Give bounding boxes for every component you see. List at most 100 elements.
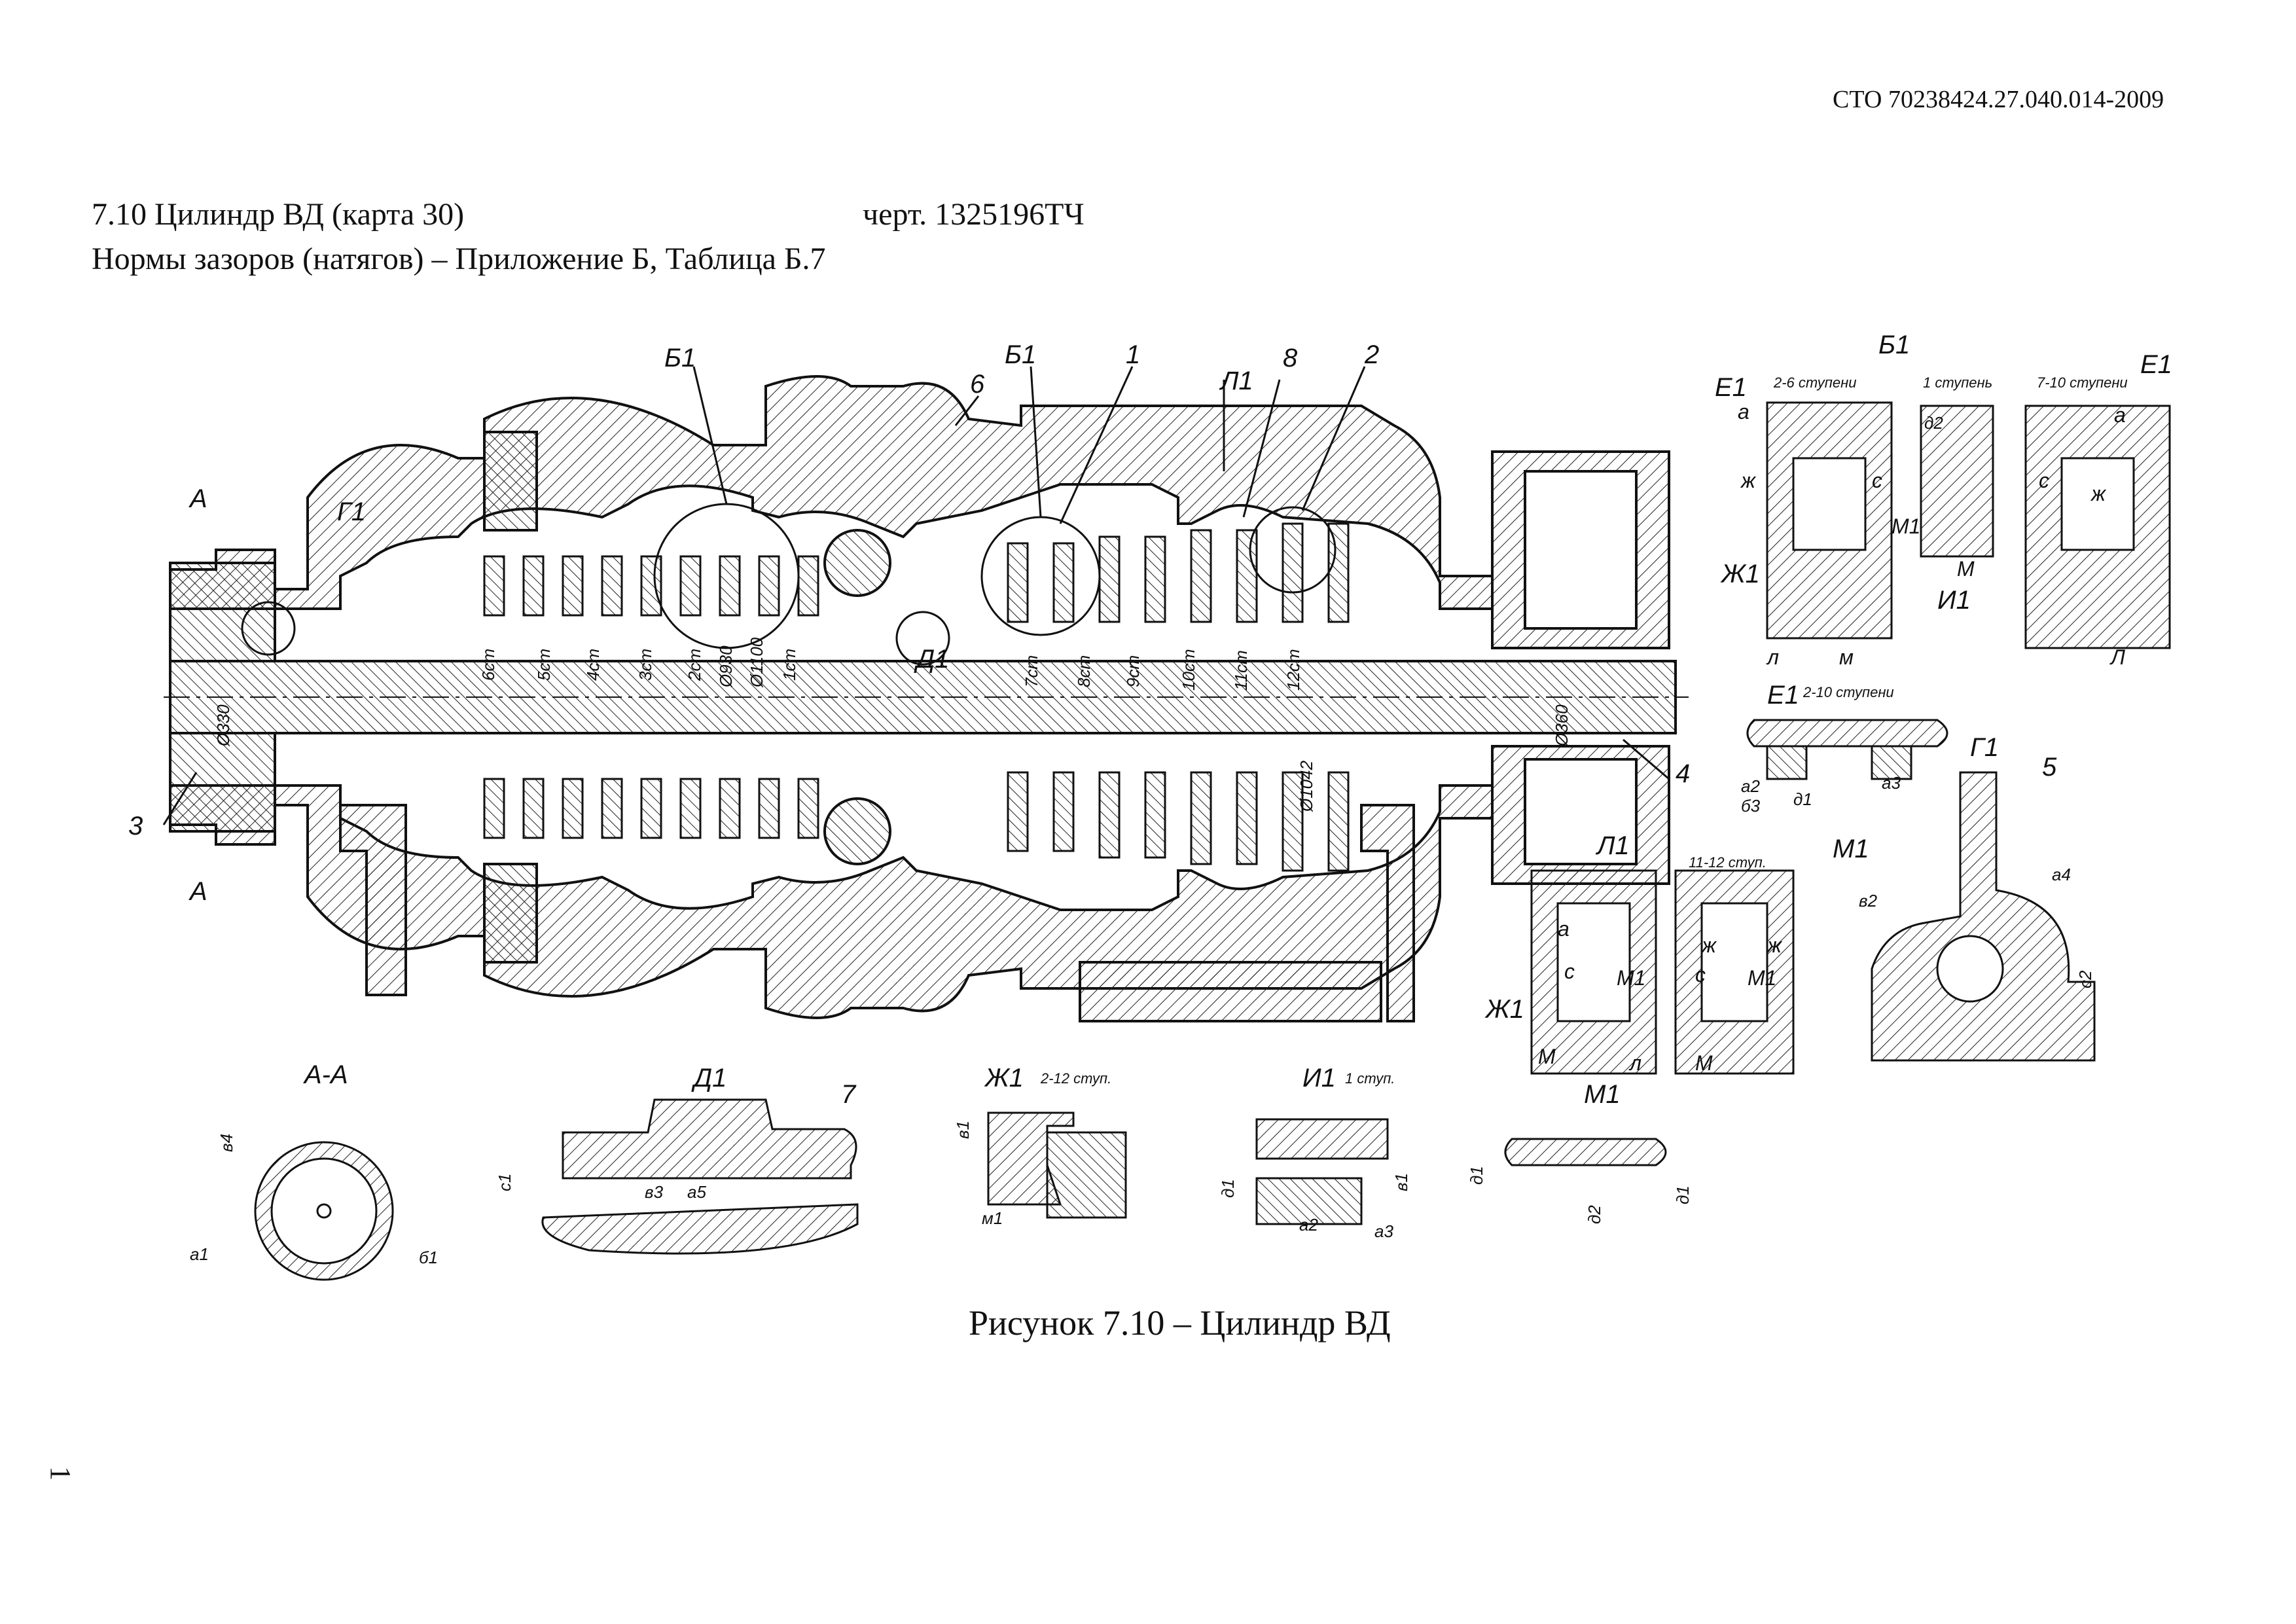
- gap-d1-m1a: д1: [1467, 1166, 1486, 1185]
- drawing-number: черт. 1325196ТЧ: [863, 197, 1085, 232]
- stage-blades-upper: [483, 522, 1350, 623]
- gap-M-1: М: [1957, 557, 1975, 581]
- gap-a2-e1: а2: [1741, 776, 1760, 796]
- nozzle-box: [823, 529, 891, 597]
- gap-zh-l1: ж: [1700, 933, 1717, 957]
- gap-c2-g1: с2: [2075, 970, 2095, 988]
- label-g1: Г1: [337, 497, 366, 526]
- detail-l1-title: Л1: [1595, 831, 1630, 860]
- gap-v1-zh1: в1: [953, 1121, 973, 1139]
- gap-b3-e1: б3: [1741, 796, 1761, 816]
- stage-10: 10ст: [1179, 649, 1198, 691]
- detail-zh1-bottom: Ж1 2-12 ступ. в1 м1: [953, 1064, 1127, 1228]
- stage-9: 9ст: [1123, 655, 1143, 687]
- detail-g1-title: Г1: [1970, 733, 1999, 762]
- gap-d2-1: д2: [1924, 413, 1943, 433]
- stage-12: 12ст: [1283, 649, 1303, 691]
- detail-e1-mid: Е1: [1767, 681, 1799, 710]
- document-id: СТО 70238424.27.040.014-2009: [1833, 86, 2164, 113]
- norms-reference: Нормы зазоров (натягов) – Приложение Б, …: [92, 242, 826, 276]
- note-stages-2-10: 2-10 ступени: [1803, 684, 1894, 700]
- stage-5: 5ст: [534, 649, 554, 681]
- callout-7: 7: [841, 1080, 857, 1109]
- gap-I1-1: И1: [1937, 586, 1971, 615]
- callout-4: 4: [1676, 759, 1690, 788]
- note-stages-2-6: 2-6 ступени: [1773, 374, 1856, 391]
- gap-a-2: а: [2114, 403, 2126, 427]
- callout-8: 8: [1283, 344, 1298, 372]
- gap-v4-aa: в4: [217, 1134, 236, 1152]
- callout-2: 2: [1364, 340, 1379, 369]
- detail-e1: Е1 2-10 ступени а2 б3 д1 а3: [1741, 681, 1948, 816]
- dia-360: Ø360: [1552, 704, 1571, 747]
- view-labels: А А Г1 Б1 Б1 Л1 Д1: [188, 340, 1253, 906]
- dia-930: Ø930: [716, 645, 736, 688]
- gap-M-l1: М: [1538, 1045, 1556, 1068]
- gap-v3-d1: в3: [645, 1182, 664, 1202]
- gap-s-l2: с: [1695, 963, 1706, 986]
- detail-m1-bottom: М1 д1 д2 д1: [1467, 1080, 1693, 1224]
- right-support: [1360, 804, 1415, 1022]
- detail-g1: Г1 в2 а4 с2: [1859, 733, 2096, 1062]
- detail-i1-title: И1: [1302, 1064, 1336, 1092]
- detail-aa-title: А-А: [303, 1060, 348, 1089]
- gap-M1-l2: М1: [1748, 966, 1776, 990]
- callout-3: 3: [128, 812, 143, 840]
- dia-330: Ø330: [213, 704, 233, 747]
- bottom-pads: [1079, 961, 1382, 1022]
- detail-l1: Л1 11-12 ступ. М1 Ж1 а с ж ж с М1 М1 М М…: [1484, 831, 1869, 1075]
- callout-numbers: 1 2 3 4 5 6 7 8: [128, 340, 2057, 1109]
- note-stages-2-12: 2-12 ступ.: [1040, 1070, 1111, 1087]
- gap-zh-l2: ж: [1766, 933, 1783, 957]
- leader-lines: [162, 366, 1670, 825]
- gap-s-1: с: [1872, 469, 1882, 492]
- callout-6: 6: [970, 370, 985, 399]
- note-stage-1-short: 1 ступ.: [1345, 1070, 1395, 1087]
- label-l1: Л1: [1219, 367, 1253, 395]
- gap-v1-i1: в1: [1391, 1173, 1411, 1191]
- gap-m-1: м: [1839, 645, 1854, 669]
- diameter-labels: Ø330 Ø930 Ø1100 Ø360 Ø1042: [213, 637, 1571, 812]
- gap-a2-i1: а2: [1299, 1215, 1318, 1235]
- gap-a-1: а: [1738, 400, 1749, 424]
- gap-d2-m1: д2: [1585, 1205, 1604, 1224]
- gap-M1-1: М1: [1892, 514, 1920, 538]
- label-section-a-top: А: [188, 484, 207, 513]
- detail-m1-title: М1: [1833, 835, 1869, 863]
- section-title: 7.10 Цилиндр ВД (карта 30): [92, 197, 465, 232]
- stage-6: 6ст: [478, 649, 498, 681]
- detail-a-a: А-А в4 а1 б1: [190, 1060, 438, 1281]
- detail-zh1-title: Ж1: [984, 1064, 1024, 1092]
- callout-1: 1: [1126, 340, 1140, 369]
- detail-b1-title: Б1: [1878, 331, 1910, 359]
- detail-zh1: Ж1: [1484, 995, 1524, 1024]
- note-stages-11-12: 11-12 ступ.: [1689, 854, 1767, 871]
- stage-blades-lower: [483, 771, 1350, 872]
- gap-c1-d1: с1: [495, 1174, 514, 1191]
- gap-a5-d1: а5: [687, 1182, 706, 1202]
- gap-M-l2: М: [1695, 1051, 1713, 1075]
- stage-2: 2ст: [685, 649, 704, 681]
- gap-a1-aa: а1: [190, 1244, 209, 1264]
- gap-s-2: с: [2039, 469, 2049, 492]
- gap-d1-i1: д1: [1218, 1179, 1238, 1198]
- label-b1-mid: Б1: [1005, 340, 1036, 369]
- label-b1-left: Б1: [664, 344, 696, 372]
- gap-a-l1: а: [1558, 917, 1570, 941]
- note-stages-7-10: 7-10 ступени: [2037, 374, 2128, 391]
- gap-l-1: л: [1766, 645, 1779, 669]
- gap-zh-1: ж: [1740, 469, 1757, 492]
- gap-L-1: Л: [2109, 645, 2125, 669]
- label-d1: Д1: [914, 645, 949, 674]
- gap-a4-g1: а4: [2052, 865, 2071, 884]
- detail-d1-title: Д1: [691, 1064, 726, 1092]
- dia-1100: Ø1100: [747, 637, 766, 688]
- gap-d1-e1: д1: [1793, 789, 1812, 809]
- callout-5: 5: [2042, 753, 2057, 782]
- gap-M1-l1: М1: [1617, 966, 1645, 990]
- gap-b1-aa: б1: [419, 1248, 438, 1267]
- detail-e1-left: Е1: [1715, 373, 1747, 402]
- figure-caption: Рисунок 7.10 – Цилиндр ВД: [969, 1303, 1391, 1343]
- left-bearing: [169, 562, 276, 662]
- detail-m1-bottom-title: М1: [1584, 1080, 1621, 1109]
